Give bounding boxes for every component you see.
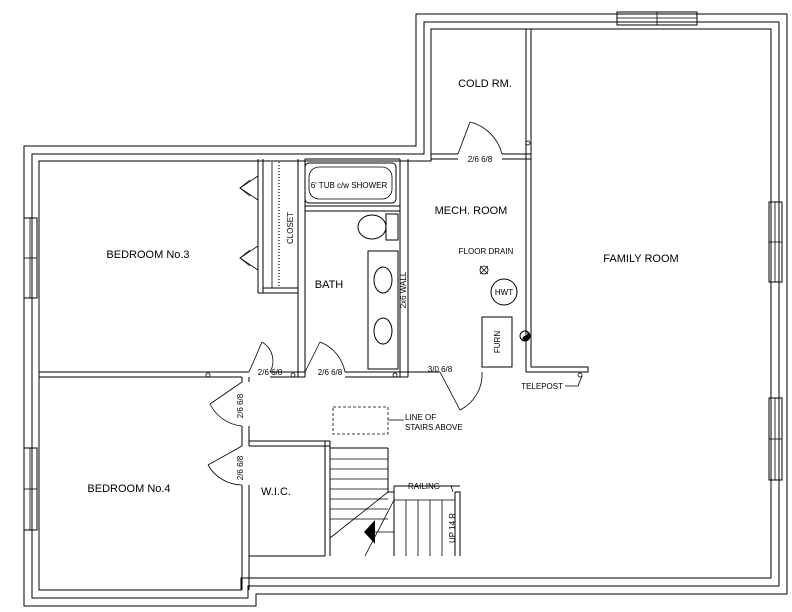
door-bath: [304, 341, 346, 373]
label-line-of: LINE OF: [405, 413, 436, 422]
telepost-leader: [565, 375, 583, 387]
label-cold-room: COLD RM.: [458, 78, 512, 90]
label-2x6-wall: 2x6 WALL: [399, 271, 408, 308]
wall-markers: [205, 140, 583, 378]
label-bedroom4: BEDROOM No.4: [87, 483, 170, 495]
label-door-cold-room: 2/6 6/8: [468, 155, 493, 164]
door-bedroom4: [209, 381, 243, 427]
label-telepost: TELEPOST: [521, 382, 563, 391]
door-mech: [439, 371, 483, 411]
closet-bifold-doors: [239, 162, 280, 288]
bathtub: [304, 162, 397, 204]
railing-leader: [440, 485, 454, 493]
furnace: [481, 316, 513, 368]
label-door-bath: 2/6 6/8: [318, 368, 343, 377]
hot-water-tank: [490, 278, 518, 306]
label-bath: BATH: [315, 279, 344, 291]
label-hwt: HWT: [495, 288, 513, 297]
label-up: UP 14 R: [448, 513, 457, 543]
label-floor-drain: FLOOR DRAIN: [459, 247, 514, 256]
label-railing: RAILING: [408, 482, 440, 491]
window-family-lower: [768, 397, 783, 481]
label-family-room: FAMILY ROOM: [603, 253, 678, 265]
label-mech-room: MECH. ROOM: [435, 205, 508, 217]
label-door-bedroom4: 2/6 6/8: [236, 393, 245, 418]
label-door-mech: 3/0 6/8: [428, 365, 453, 374]
label-closet: CLOSET: [286, 212, 295, 244]
stairs: [329, 447, 461, 557]
label-stairs-above: STAIRS ABOVE: [405, 423, 463, 432]
vanity: [367, 250, 399, 370]
window-top: [616, 11, 698, 26]
window-family-upper: [768, 201, 783, 283]
door-wic: [207, 445, 243, 486]
label-tub: 6' TUB c/w SHOWER: [311, 181, 388, 190]
floor-drain-icon: [479, 265, 489, 275]
door-bedroom3: [248, 341, 274, 373]
toilet: [357, 213, 399, 241]
label-door-wic: 2/6 6/8: [236, 455, 245, 480]
label-wic: W.I.C.: [261, 486, 291, 498]
label-door-bedroom3: 2/6 6/8: [258, 368, 283, 377]
door-cold-room: [457, 121, 503, 155]
exterior-walls: [23, 13, 788, 607]
label-bedroom3: BEDROOM No.3: [106, 249, 189, 261]
window-bedroom3: [23, 217, 38, 299]
line-of-stairs-above: [332, 406, 389, 435]
interior-walls: [39, 29, 589, 590]
yin-yang-icon: [519, 330, 531, 342]
label-furn: FURN: [493, 331, 502, 353]
window-bedroom4: [23, 447, 38, 531]
